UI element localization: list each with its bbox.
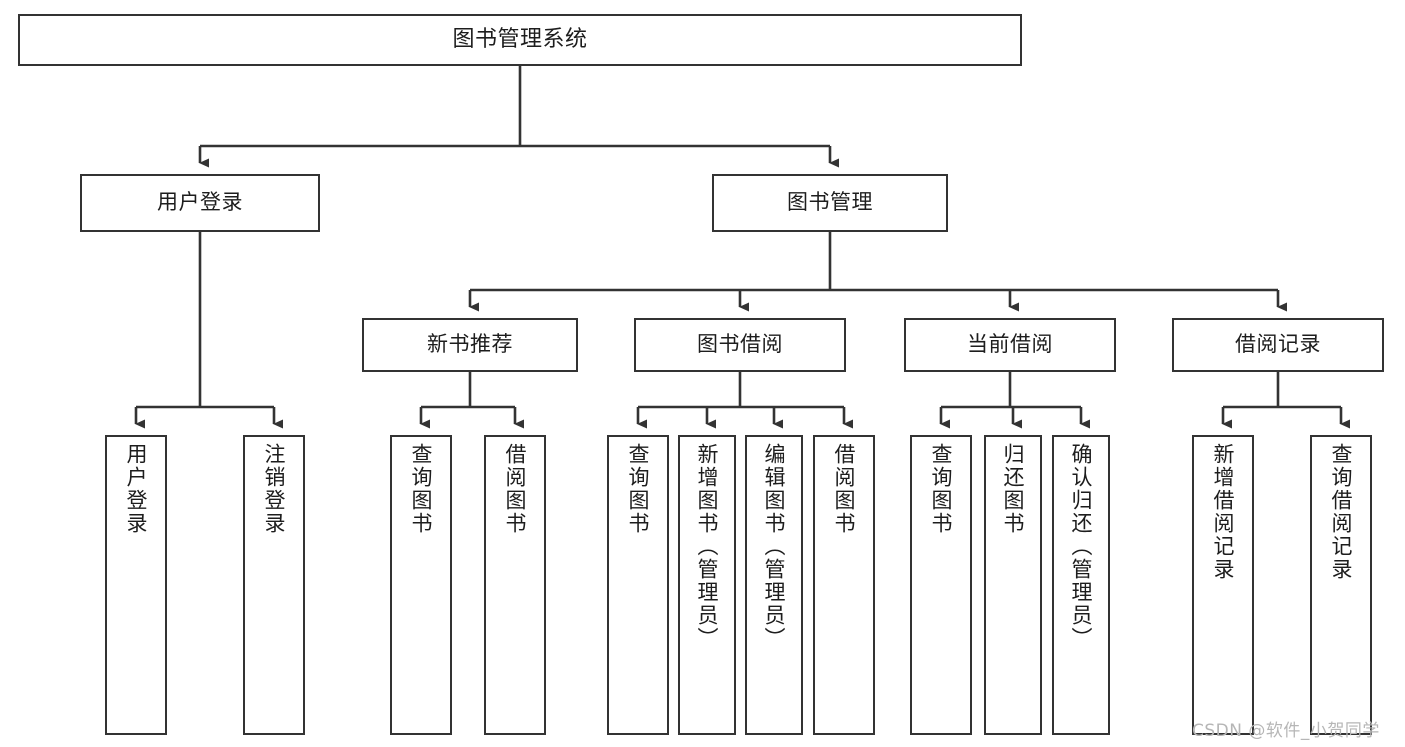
node-leaf-query-book-3[interactable]: 查询图书 xyxy=(910,435,972,735)
node-label: 图书借阅 xyxy=(697,332,783,357)
node-label: 编辑图书（管理员） xyxy=(762,443,787,650)
node-label: 归还图书 xyxy=(1001,443,1026,535)
node-leaf-query-book-1[interactable]: 查询图书 xyxy=(390,435,452,735)
node-label: 查询图书 xyxy=(929,443,954,535)
csdn-watermark: CSDN @软件_小贺同学 xyxy=(1192,721,1380,741)
node-leaf-add-book[interactable]: 新增图书（管理员） xyxy=(678,435,736,735)
node-book-manage[interactable]: 图书管理 xyxy=(712,174,948,232)
node-leaf-user-login[interactable]: 用户登录 xyxy=(105,435,167,735)
node-label: 借阅记录 xyxy=(1235,332,1321,357)
node-label: 新增图书（管理员） xyxy=(695,443,720,650)
node-book-borrow[interactable]: 图书借阅 xyxy=(634,318,846,372)
node-label: 用户登录 xyxy=(124,443,149,535)
node-label: 新书推荐 xyxy=(427,332,513,357)
node-leaf-edit-book[interactable]: 编辑图书（管理员） xyxy=(745,435,803,735)
node-leaf-logout[interactable]: 注销登录 xyxy=(243,435,305,735)
node-user-login[interactable]: 用户登录 xyxy=(80,174,320,232)
node-label: 借阅图书 xyxy=(832,443,857,535)
node-leaf-query-book-2[interactable]: 查询图书 xyxy=(607,435,669,735)
node-label: 查询借阅记录 xyxy=(1329,443,1354,581)
node-label: 图书管理 xyxy=(787,190,873,215)
node-label: 图书管理系统 xyxy=(452,26,588,52)
node-label: 用户登录 xyxy=(157,190,243,215)
node-leaf-confirm-return[interactable]: 确认归还（管理员） xyxy=(1052,435,1110,735)
node-new-book-recommend[interactable]: 新书推荐 xyxy=(362,318,578,372)
node-leaf-borrow-book-2[interactable]: 借阅图书 xyxy=(813,435,875,735)
node-root-system[interactable]: 图书管理系统 xyxy=(18,14,1022,66)
node-label: 当前借阅 xyxy=(967,332,1053,357)
node-leaf-return-book[interactable]: 归还图书 xyxy=(984,435,1042,735)
node-label: 注销登录 xyxy=(262,443,287,535)
node-label: 确认归还（管理员） xyxy=(1069,443,1094,650)
node-current-borrow[interactable]: 当前借阅 xyxy=(904,318,1116,372)
node-leaf-query-record[interactable]: 查询借阅记录 xyxy=(1310,435,1372,735)
node-leaf-borrow-book-1[interactable]: 借阅图书 xyxy=(484,435,546,735)
node-label: 新增借阅记录 xyxy=(1211,443,1236,581)
node-label: 查询图书 xyxy=(626,443,651,535)
node-label: 借阅图书 xyxy=(503,443,528,535)
node-borrow-record[interactable]: 借阅记录 xyxy=(1172,318,1384,372)
node-leaf-add-record[interactable]: 新增借阅记录 xyxy=(1192,435,1254,735)
node-label: 查询图书 xyxy=(409,443,434,535)
